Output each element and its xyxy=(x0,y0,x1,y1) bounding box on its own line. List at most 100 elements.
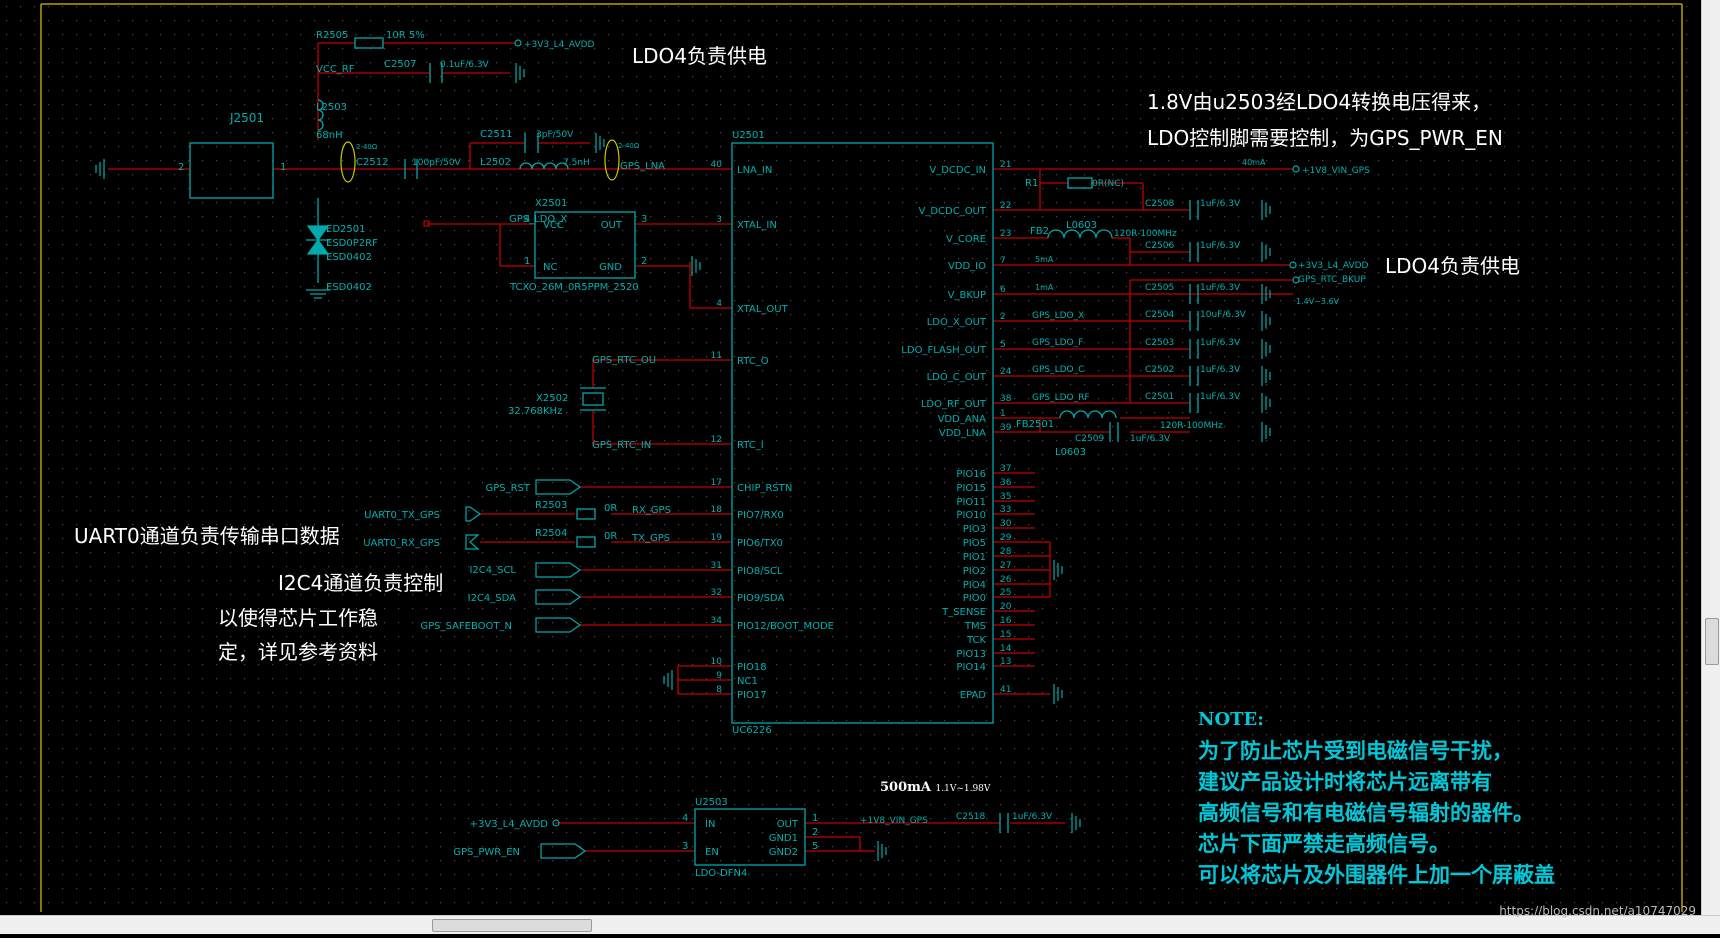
u2501-pin-number: 17 xyxy=(711,478,722,488)
x2501-ref: X2501 xyxy=(535,198,567,209)
u2501-pin-number: 13 xyxy=(1000,657,1011,667)
note-line: 高频信号和有电磁信号辐射的器件。 xyxy=(1198,800,1534,825)
cap-value: 10uF/6.3V xyxy=(1200,310,1247,320)
esd-ref: ED2501 xyxy=(326,224,365,235)
annotation-uart0: UART0通道负责传输串口数据 xyxy=(74,524,340,548)
r2503-value: 0R xyxy=(604,503,617,514)
u2501-pin-name: XTAL_IN xyxy=(737,220,777,231)
x2501-nc: NC xyxy=(543,262,557,273)
rf-probe-markers xyxy=(340,139,620,183)
x2501-body xyxy=(534,211,636,279)
u2501-pin-number: 27 xyxy=(1000,561,1011,571)
ldo-voltage-range: 1.1V~1.98V xyxy=(935,784,991,794)
u2501-pin-name: PIO5 xyxy=(963,538,986,549)
net-tx-gps: TX_GPS xyxy=(631,533,670,544)
u2501-pin-name: PIO3 xyxy=(963,524,986,535)
u2501-pin-name: VDD_IO xyxy=(948,261,986,272)
u2501-pin-number: 33 xyxy=(1000,505,1011,515)
u2501-pin-name: XTAL_OUT xyxy=(737,304,789,315)
note-line: 可以将芯片及外围器件上加一个屏蔽盖 xyxy=(1198,862,1555,887)
u2501-pin-number: 32 xyxy=(711,588,722,598)
u2503-en: EN xyxy=(705,847,719,858)
ldo-net: GPS_LDO_C xyxy=(1032,365,1084,375)
fb2-ref: FB2 xyxy=(1030,226,1049,237)
net-3v3-ldo: +3V3_L4_AVDD xyxy=(470,819,549,830)
cap-value: 1uF/6.3V xyxy=(1200,392,1241,402)
u2501-pin-number: 15 xyxy=(1000,630,1011,640)
u2501-pin-name: TMS xyxy=(964,621,986,632)
u2501-pin-number: 3 xyxy=(716,215,722,225)
u2501-pin-number: 23 xyxy=(1000,229,1011,239)
u2501-pin-number: 10 xyxy=(711,657,723,667)
horizontal-scrollbar[interactable] xyxy=(0,915,1720,934)
fb2501-ref: FB2501 xyxy=(1016,419,1054,430)
ldo-current: 500mA xyxy=(880,780,931,795)
cap-ref: C2501 xyxy=(1145,392,1174,402)
u2501-pin-number: 12 xyxy=(711,435,722,445)
r2503-ref: R2503 xyxy=(535,500,567,511)
port-flags xyxy=(423,39,1300,859)
u2503-pin: 3 xyxy=(682,841,688,852)
u2501-pin-name: PIO0 xyxy=(963,593,986,604)
gps-lna-net: GPS_LNA xyxy=(620,161,665,172)
u2501-pin-number: 4 xyxy=(716,299,722,309)
u2501-pin-name: RTC_O xyxy=(737,356,769,367)
vertical-scrollbar-thumb[interactable] xyxy=(1705,618,1719,665)
cap-value: 1uF/6.3V xyxy=(1200,365,1241,375)
current-1ma: 1mA xyxy=(1035,283,1054,292)
u2501-pin-name: EPAD xyxy=(960,690,987,701)
vertical-scrollbar[interactable] xyxy=(1701,0,1720,915)
u2501-pin-number: 28 xyxy=(1000,547,1012,557)
u2501-pin-number: 41 xyxy=(1000,685,1011,695)
u2501-pin-name: PIO6/TX0 xyxy=(737,538,783,549)
cap-ref: C2503 xyxy=(1145,338,1174,348)
u2503-pin: 1 xyxy=(812,813,818,824)
u2503-pin: 5 xyxy=(812,841,818,852)
c2511-value: 3pF/50V xyxy=(536,130,574,140)
schematic-labels: LNA_IN40XTAL_IN3XTAL_OUT4RTC_O11RTC_I12C… xyxy=(178,30,1370,879)
cap-value: 1uF/6.3V xyxy=(1200,241,1241,251)
u2501-pin-name: PIO12/BOOT_MODE xyxy=(737,621,834,632)
x2501-part: TCXO_26M_0R5PPM_2520 xyxy=(509,282,639,293)
current-40ma: 40mA xyxy=(1242,158,1266,167)
u2501-pin-number: 24 xyxy=(1000,367,1012,377)
u2501-pin-number: 9 xyxy=(716,671,722,681)
r2504-value: 0R xyxy=(604,531,617,542)
u2501-pin-number: 39 xyxy=(1000,423,1012,433)
x2501-pin: 1 xyxy=(524,256,530,267)
u2501-pin-number: 22 xyxy=(1000,201,1011,211)
u2501-pin-number: 36 xyxy=(1000,478,1012,488)
cap-ref: C2504 xyxy=(1145,310,1174,320)
x2501-pin: 4 xyxy=(524,214,530,225)
u2503-part: LDO-DFN4 xyxy=(695,868,747,879)
u2501-pin-number: 2 xyxy=(1000,312,1006,322)
wires xyxy=(108,42,1293,852)
note-line: 为了防止芯片受到电磁信号干扰， xyxy=(1198,738,1513,763)
l2503-value: 68nH xyxy=(316,130,343,141)
net-1v8-ldo: +1V8_VIN_GPS xyxy=(860,816,928,826)
u2501-pin-name: PIO8/SCL xyxy=(737,566,783,577)
fb2501-part: L0603 xyxy=(1055,447,1086,458)
u2501-pin-name: PIO17 xyxy=(737,690,767,701)
note-line: 建议产品设计时将芯片远离带有 xyxy=(1198,769,1492,794)
u2501-pin-number: 18 xyxy=(711,505,723,515)
net-i2c-sda: I2C4_SDA xyxy=(468,593,517,604)
u2501-pin-name: PIO18 xyxy=(737,662,767,673)
u2501-pin-name: RTC_I xyxy=(737,440,764,451)
u2501-pin-name: V_DCDC_IN xyxy=(929,165,986,176)
note-block: NOTE: 为了防止芯片受到电磁信号干扰， 建议产品设计时将芯片远离带有 高频信… xyxy=(1198,704,1555,890)
net-uart-rx: UART0_RX_GPS xyxy=(363,538,440,549)
tcxo-net: GPS_LDO_X xyxy=(509,214,567,225)
u2501-pin-number: 20 xyxy=(1000,602,1012,612)
u2501-pin-number: 7 xyxy=(1000,256,1006,266)
c2512-ref: C2512 xyxy=(356,157,388,168)
u2501-pin-number: 11 xyxy=(711,351,722,361)
u2501-pin-number: 31 xyxy=(711,561,722,571)
esd-part1: ESD0P2RF xyxy=(326,238,378,249)
u2501-pin-number: 34 xyxy=(711,616,723,626)
horizontal-scrollbar-thumb[interactable] xyxy=(432,919,592,932)
u2503-ref: U2503 xyxy=(695,797,728,808)
u2501-pin-number: 26 xyxy=(1000,575,1012,585)
